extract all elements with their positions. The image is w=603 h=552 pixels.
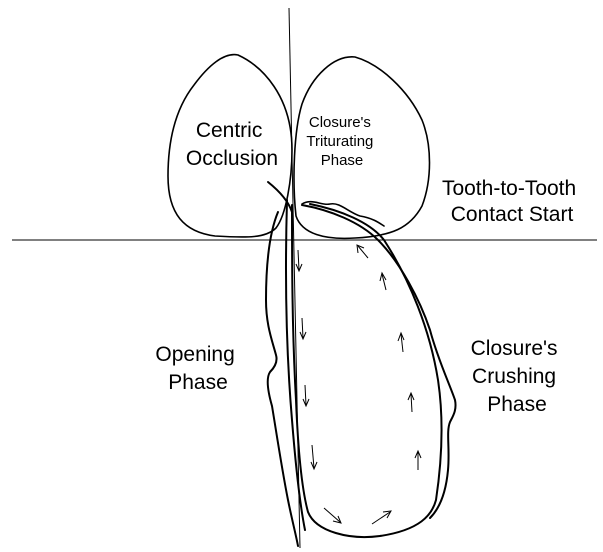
contact-stroke (268, 182, 292, 212)
up-arrow-2 (415, 451, 421, 470)
centric-occlusion-lobe (168, 55, 292, 237)
up-arrow-1 (372, 511, 391, 524)
chewing-cycle-envelope (292, 204, 442, 537)
crushing-phase-curve (302, 205, 456, 518)
contact-start-label: Tooth-to-Tooth Contact Start (442, 177, 582, 226)
vertical-axis (289, 8, 300, 548)
down-arrow-2 (300, 318, 306, 339)
down-arrow-1 (296, 250, 302, 271)
triturating-phase-label: Closure's Triturating Phase (306, 114, 377, 169)
diagonal-arrow (324, 508, 341, 523)
up-arrow-5 (380, 273, 386, 290)
up-arrow-3 (408, 393, 414, 412)
down-arrow-3 (303, 385, 309, 406)
centric-occlusion-label: Centric Occlusion (186, 119, 278, 170)
up-arrow-6 (357, 245, 368, 258)
opening-phase-label: Opening Phase (155, 343, 240, 394)
up-arrow-4 (398, 333, 404, 352)
crushing-phase-label: Closure's Crushing Phase (471, 337, 564, 416)
down-arrow-4 (311, 445, 317, 469)
